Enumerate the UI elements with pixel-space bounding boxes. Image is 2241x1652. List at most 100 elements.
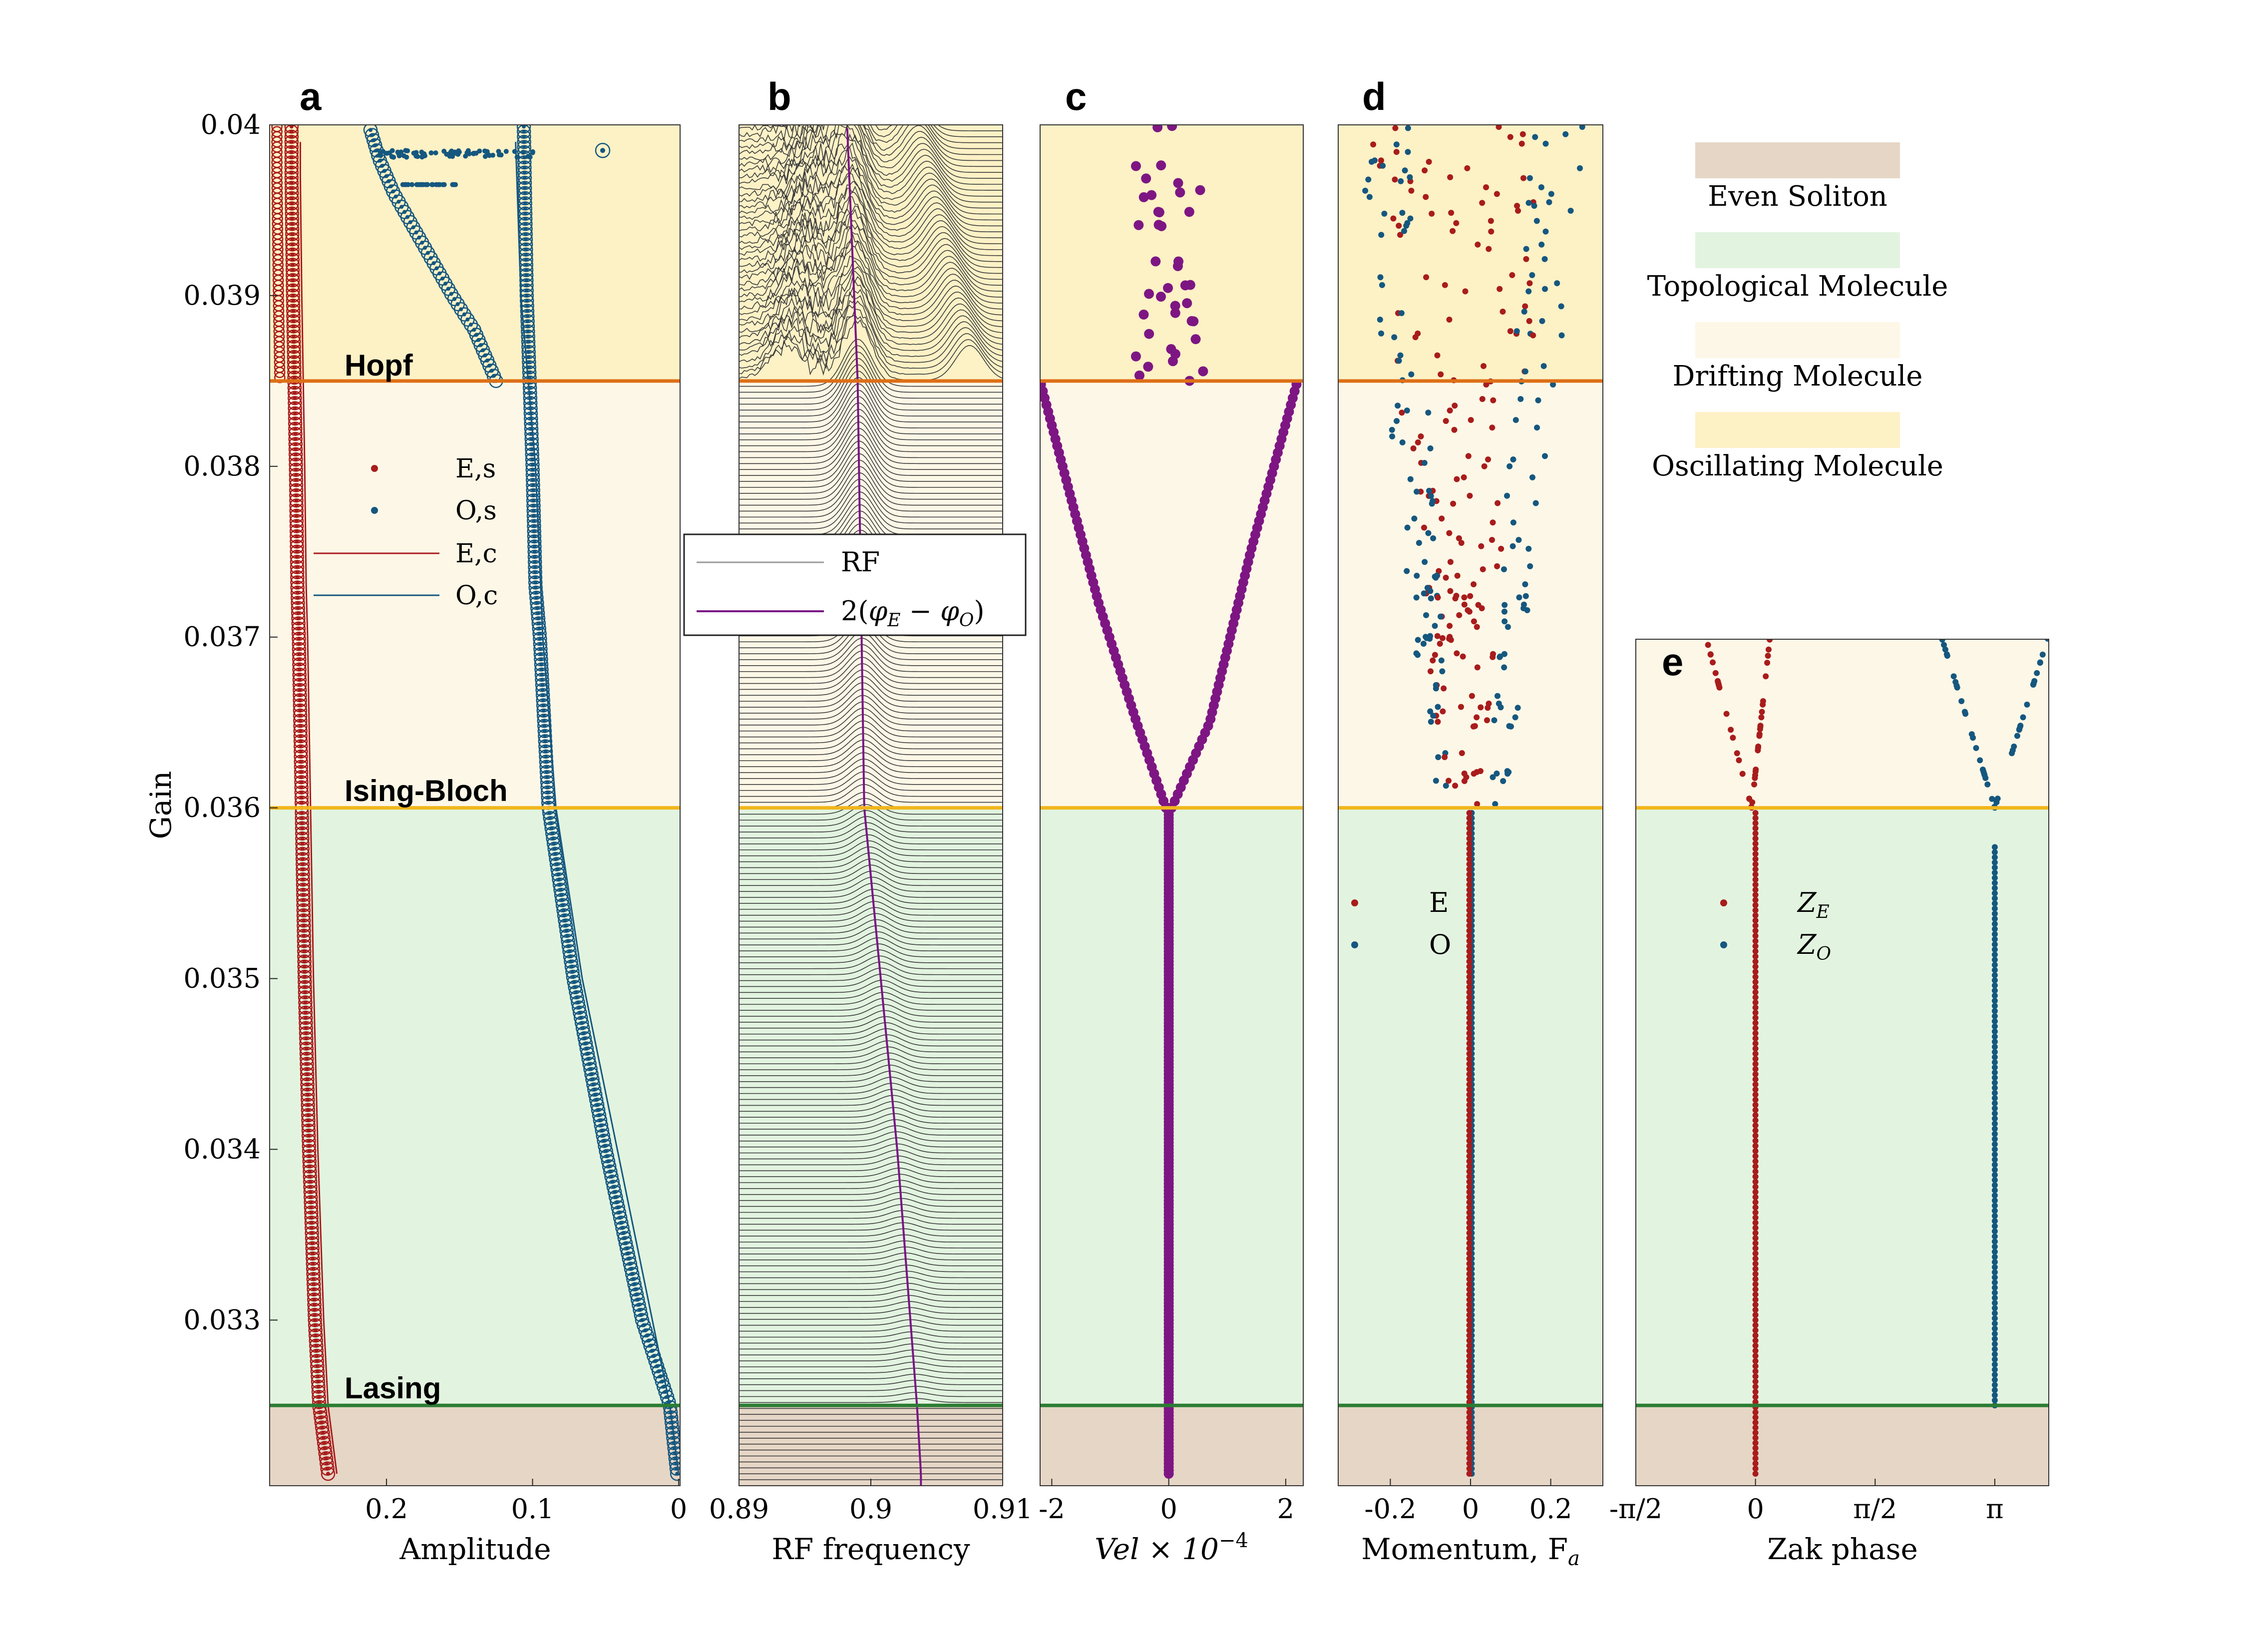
- E-s-dot: [302, 913, 306, 918]
- E-s-dot: [290, 258, 295, 262]
- E-s-dot: [305, 1087, 310, 1092]
- E-s-dot: [296, 611, 301, 615]
- zak-E-point: [1752, 856, 1759, 862]
- panel-b-xlabel: RF frequency: [771, 1532, 970, 1566]
- rf-trace: [739, 276, 1003, 339]
- E-s-dot: [299, 785, 304, 790]
- zak-O-point: [1991, 1044, 1998, 1050]
- E-s-dot: [299, 749, 303, 754]
- zak-E-point: [1752, 1184, 1759, 1190]
- E-s-dot: [301, 872, 305, 876]
- momentum-E-point: [1393, 149, 1400, 155]
- rf-trace: [739, 491, 1003, 529]
- rf-trace: [739, 798, 1003, 815]
- zak-E-point: [1752, 1174, 1759, 1180]
- momentum-O-point: [1380, 162, 1386, 169]
- velocity-point: [1130, 161, 1141, 171]
- momentum-O-point: [1497, 704, 1504, 711]
- momentum-O-point: [1379, 282, 1385, 288]
- zak-O-point: [1991, 859, 1998, 866]
- rf-trace: [739, 1113, 1003, 1124]
- zak-E-point: [1752, 1245, 1759, 1251]
- y-tick-label-7: 0.033: [183, 1304, 261, 1335]
- momentum-E-point: [1466, 866, 1473, 872]
- E-s-dot: [307, 1144, 311, 1148]
- E-s-dot: [293, 431, 298, 436]
- momentum-O-point: [1531, 203, 1537, 209]
- momentum-E-point: [1466, 1373, 1473, 1380]
- zak-E-point: [1752, 1025, 1759, 1031]
- rf-trace: [739, 125, 1003, 167]
- zak-O-point: [1991, 1284, 1998, 1291]
- E-s-dot: [290, 186, 294, 190]
- zak-E-point: [1752, 1414, 1759, 1421]
- zak-E-point: [1723, 711, 1730, 717]
- velocity-point: [1152, 125, 1163, 132]
- momentum-E-point: [1439, 635, 1446, 641]
- panel-b-frame: [739, 124, 1003, 1486]
- zak-E-point: [1752, 1424, 1759, 1431]
- momentum-E-point: [1466, 1445, 1473, 1451]
- E-s-dot: [296, 616, 301, 621]
- rf-trace: [739, 1107, 1003, 1118]
- momentum-E-point: [1466, 1317, 1473, 1323]
- E-s-dot: [290, 201, 294, 206]
- momentum-O-point: [1394, 418, 1400, 424]
- rf-trace: [739, 852, 1003, 868]
- panel-d-xtick-label-1: 0: [1462, 1493, 1479, 1525]
- zak-O-point: [1991, 1341, 1998, 1347]
- zak-E-point: [1765, 646, 1772, 653]
- momentum-O-point: [1521, 308, 1527, 315]
- rf-trace: [739, 1101, 1003, 1112]
- momentum-E-point: [1466, 1230, 1473, 1236]
- lasing-label: Lasing: [345, 1371, 441, 1405]
- zak-O-point: [1991, 1264, 1998, 1270]
- momentum-E-point: [1488, 218, 1494, 224]
- zak-E-point: [1752, 1092, 1759, 1098]
- rf-trace: [739, 1198, 1003, 1207]
- momentum-E-point: [1466, 1440, 1473, 1446]
- E-s-dot: [313, 1328, 318, 1332]
- momentum-E-point: [1466, 938, 1473, 944]
- E-s-dot: [291, 278, 295, 283]
- momentum-O-point: [1538, 184, 1544, 191]
- E-s-dot: [309, 1216, 314, 1220]
- momentum-O-point: [1399, 439, 1406, 445]
- momentum-E-point: [1466, 912, 1473, 919]
- zak-O-point: [1991, 844, 1998, 850]
- rf-trace: [739, 1392, 1003, 1397]
- rf-trace: [739, 1319, 1003, 1326]
- momentum-O-point: [1510, 456, 1516, 462]
- zak-O-point: [1991, 931, 1998, 937]
- momentum-E-point: [1466, 1291, 1473, 1298]
- O-s-point: [516, 125, 531, 134]
- E-s-dot: [303, 985, 307, 989]
- panel-d-data: [1362, 125, 1585, 1477]
- momentum-E-point: [1460, 653, 1466, 660]
- rf-trace: [739, 1064, 1003, 1076]
- momentum-E-point: [1466, 1301, 1473, 1308]
- zak-E-point: [1752, 866, 1759, 872]
- zak-O-point: [1991, 1023, 1998, 1030]
- E-s-dot: [290, 206, 294, 211]
- momentum-E-point: [1481, 363, 1487, 369]
- zak-E-point: [1752, 1291, 1759, 1298]
- panel-a-region-0: [270, 1405, 680, 1486]
- E-s-dot: [307, 1149, 312, 1153]
- E-s-dot: [319, 1415, 323, 1420]
- O-scatter-dot: [416, 182, 421, 187]
- momentum-O-point: [1558, 303, 1564, 310]
- rf-trace: [739, 979, 1003, 993]
- zak-O-point: [1991, 1223, 1998, 1230]
- momentum-E-point: [1439, 515, 1445, 522]
- momentum-E-point: [1507, 134, 1513, 140]
- E-s-dot: [316, 1384, 321, 1389]
- velocity-point: [1144, 329, 1154, 339]
- zak-E-point: [1752, 1301, 1759, 1308]
- momentum-E-point: [1370, 141, 1377, 148]
- zak-E-point: [1752, 1337, 1759, 1344]
- zak-E-point: [1752, 1015, 1759, 1021]
- panel-c-letter: c: [1065, 74, 1087, 118]
- momentum-O-point: [1496, 654, 1503, 660]
- zak-O-point: [1962, 711, 1969, 717]
